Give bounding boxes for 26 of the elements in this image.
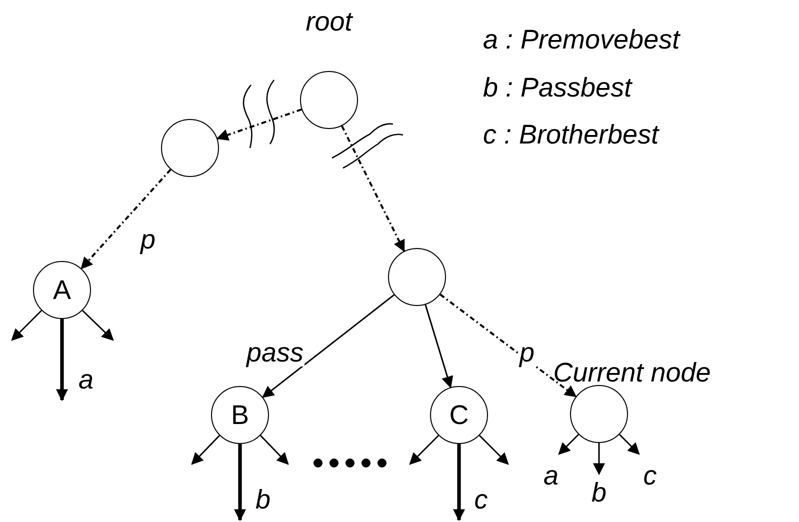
tree-node: C <box>430 386 488 444</box>
node-label: Current node <box>553 360 711 386</box>
key-text: b : Passbest <box>483 74 632 102</box>
tree-node: B <box>211 386 269 444</box>
arrow <box>424 304 454 388</box>
arrow <box>82 310 114 341</box>
arrow <box>234 444 246 522</box>
arrow <box>478 434 509 465</box>
arrow <box>11 310 42 341</box>
arrow <box>341 126 405 252</box>
arrow <box>191 434 220 465</box>
arrow <box>80 168 172 270</box>
key-text: a : Premovebest <box>483 26 680 54</box>
arrow <box>56 319 68 402</box>
arrow <box>409 434 440 465</box>
arrow <box>593 443 605 476</box>
arrow <box>262 294 395 398</box>
arrow <box>216 108 302 141</box>
arrow <box>260 434 289 465</box>
tree-node: A <box>33 261 91 319</box>
key-text: c : Brotherbest <box>483 122 659 148</box>
arrow <box>618 434 640 455</box>
arrow <box>440 294 577 398</box>
node-label: root <box>306 8 352 36</box>
arrow <box>453 444 465 522</box>
arrow <box>558 434 580 455</box>
